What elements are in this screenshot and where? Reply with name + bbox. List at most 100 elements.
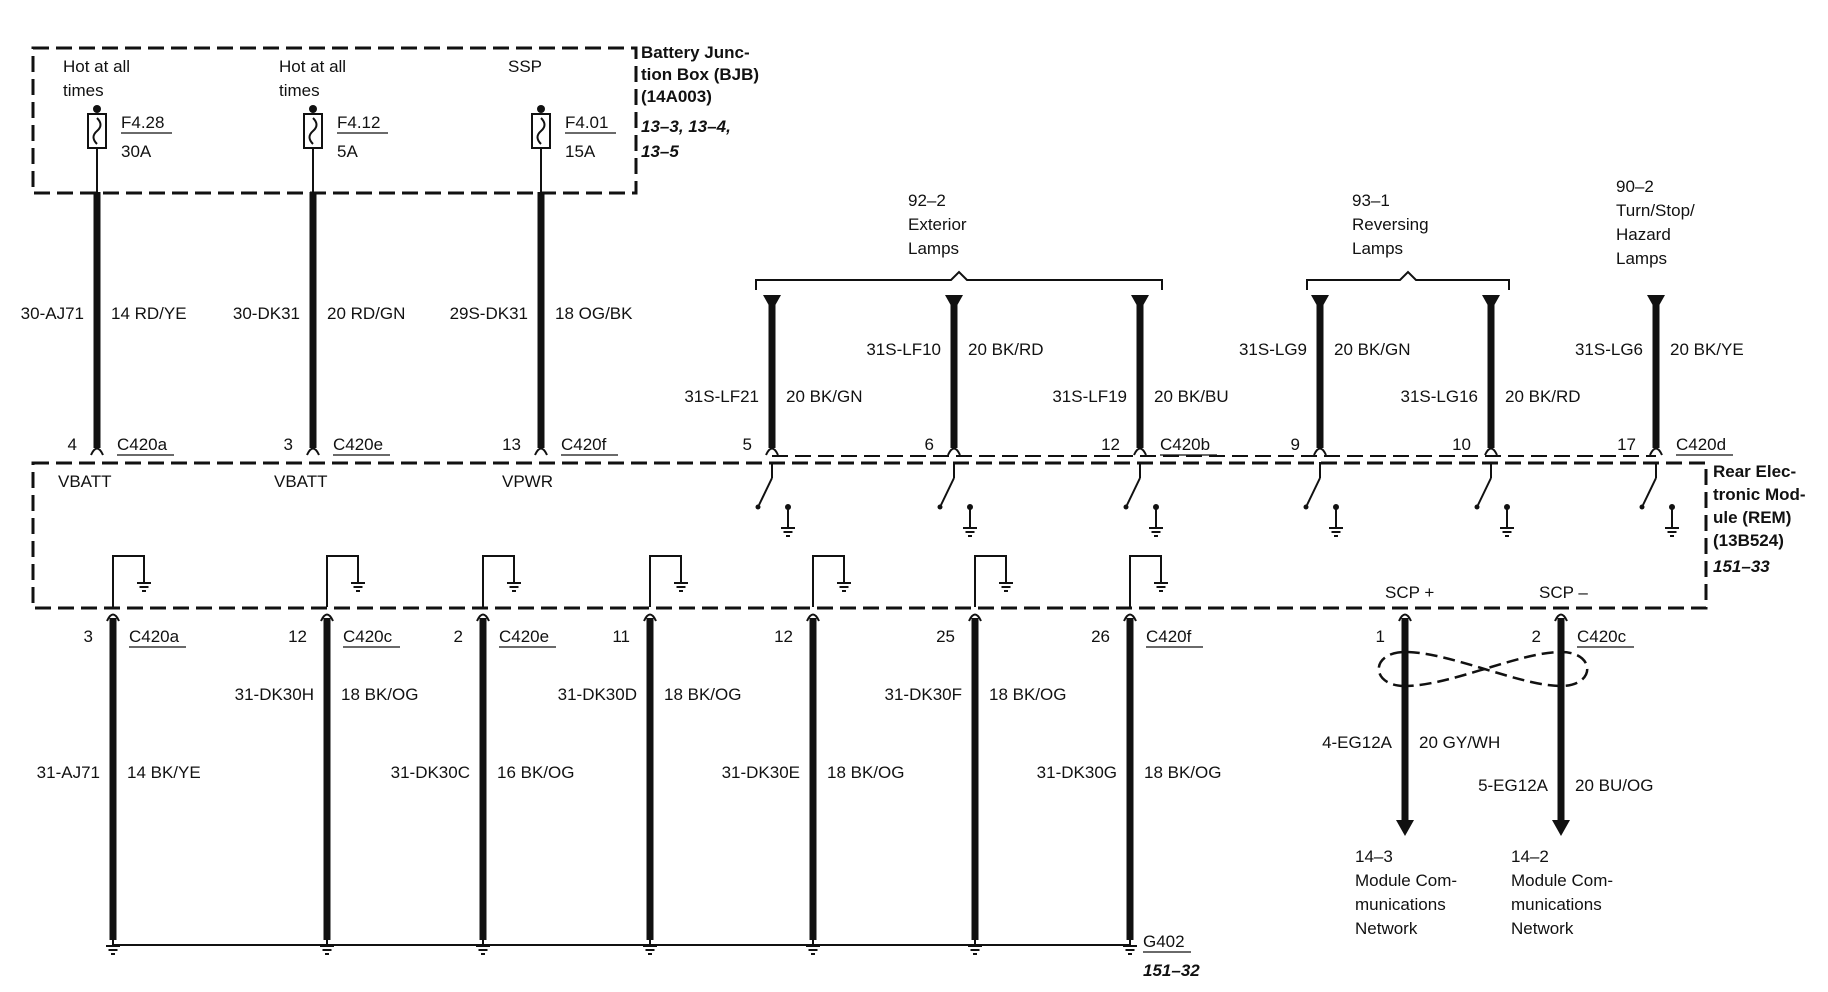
circuit-number: 31-DK30F [885, 685, 962, 704]
fuse-feed-dot [537, 105, 545, 113]
connector-pin: 4 [68, 435, 77, 454]
connector-symbol [765, 447, 779, 456]
circuit-number: 31S-LG6 [1575, 340, 1643, 359]
connector-id: C420a [129, 627, 180, 646]
connector-symbol [947, 447, 961, 456]
connector-id: C420e [499, 627, 549, 646]
circuit-number: 31-AJ71 [37, 763, 100, 782]
circuit-number: 29S-DK31 [450, 304, 528, 323]
wire-color: 18 BK/OG [341, 685, 418, 704]
lamp-group-label: Turn/Stop/ [1616, 201, 1695, 220]
connector-pin: 17 [1617, 435, 1636, 454]
connector-pin: 1 [1376, 627, 1385, 646]
connector-symbol [643, 613, 657, 622]
connector-pin: 12 [1101, 435, 1120, 454]
rem-label: Rear Elec- tronic Mod- ule (REM) (13B524… [1713, 462, 1806, 576]
switch-blade [940, 477, 955, 506]
ground-icon [1329, 522, 1343, 537]
connector-symbol [968, 613, 982, 622]
ground-icon [643, 940, 657, 955]
connector-symbol [1313, 447, 1327, 456]
fuse-supply-label: SSP [508, 57, 542, 76]
lamp-group-label: Hazard [1616, 225, 1671, 244]
fuse-id: F4.28 [121, 113, 164, 132]
network-arrow [1552, 820, 1570, 836]
wire-color: 18 BK/OG [664, 685, 741, 704]
bjb-title-line-2: tion Box (BJB) [641, 65, 759, 84]
ground-icon [320, 940, 334, 955]
bjb-ref-line-1: 13–3, 13–4, [641, 117, 731, 136]
switch-blade [1306, 477, 1321, 506]
network-destination: munications [1355, 895, 1446, 914]
wire-color: 20 GY/WH [1419, 733, 1500, 752]
module-signal: VPWR [502, 472, 553, 491]
fuse-supply-label: Hot at all [279, 57, 346, 76]
connector-pin: 2 [1532, 627, 1541, 646]
network-destination: munications [1511, 895, 1602, 914]
bjb-title-line-3: (14A003) [641, 87, 712, 106]
ground-icon [806, 940, 820, 955]
circuit-number: 31S-LF21 [684, 387, 759, 406]
connector-symbol [534, 447, 548, 456]
connector-symbol [320, 613, 334, 622]
connector-symbol [1123, 613, 1137, 622]
connector-symbol [1398, 613, 1412, 622]
wire-color: 20 BU/OG [1575, 776, 1653, 795]
network-destination: Network [1511, 919, 1574, 938]
lamp-group-label: Exterior [908, 215, 967, 234]
fuse-rating: 15A [565, 142, 596, 161]
network-destination: 14–2 [1511, 847, 1549, 866]
network-signal: SCP + [1385, 583, 1434, 602]
ground-icon [476, 940, 490, 955]
switch-contact [1639, 504, 1645, 510]
connector-symbol [1133, 447, 1147, 456]
bjb-ref-line-2: 13–5 [641, 142, 679, 161]
network-signal: SCP – [1539, 583, 1588, 602]
rem-title-line-2: tronic Mod- [1713, 485, 1806, 504]
lamp-group-label: 90–2 [1616, 177, 1654, 196]
lamp-group-label: Lamps [1352, 239, 1403, 258]
fuse-supply-label: Hot at all [63, 57, 130, 76]
switch-blade [1477, 477, 1492, 506]
bjb-title-line-1: Battery Junc- [641, 43, 750, 62]
wire-color: 20 BK/GN [786, 387, 863, 406]
lamp-group-bracket [1306, 270, 1510, 290]
fuse-feed-dot [309, 105, 317, 113]
wire-color: 18 BK/OG [1144, 763, 1221, 782]
connector-id: C420c [1577, 627, 1627, 646]
switch-blade [1126, 477, 1141, 506]
lamp-group-label: Lamps [908, 239, 959, 258]
module-signal: VBATT [274, 472, 328, 491]
wire-color: 20 BK/BU [1154, 387, 1229, 406]
rem-box [31, 461, 1708, 610]
ground-icon [106, 940, 120, 955]
switch-blade [1642, 477, 1657, 506]
internal-ground-lead [1129, 555, 1162, 607]
ground-icon [963, 522, 977, 537]
wire-color: 14 RD/YE [111, 304, 187, 323]
fuse-supply-label: times [63, 81, 104, 100]
fuse-element [308, 117, 318, 145]
rem-ref: 151–33 [1713, 557, 1770, 576]
internal-ground-lead [112, 555, 145, 607]
connector-pin: 3 [84, 627, 93, 646]
connector-pin: 26 [1091, 627, 1110, 646]
wire-color: 18 BK/OG [827, 763, 904, 782]
bjb-label: Battery Junc- tion Box (BJB) (14A003) 13… [641, 43, 759, 161]
fuse-element [92, 117, 102, 145]
